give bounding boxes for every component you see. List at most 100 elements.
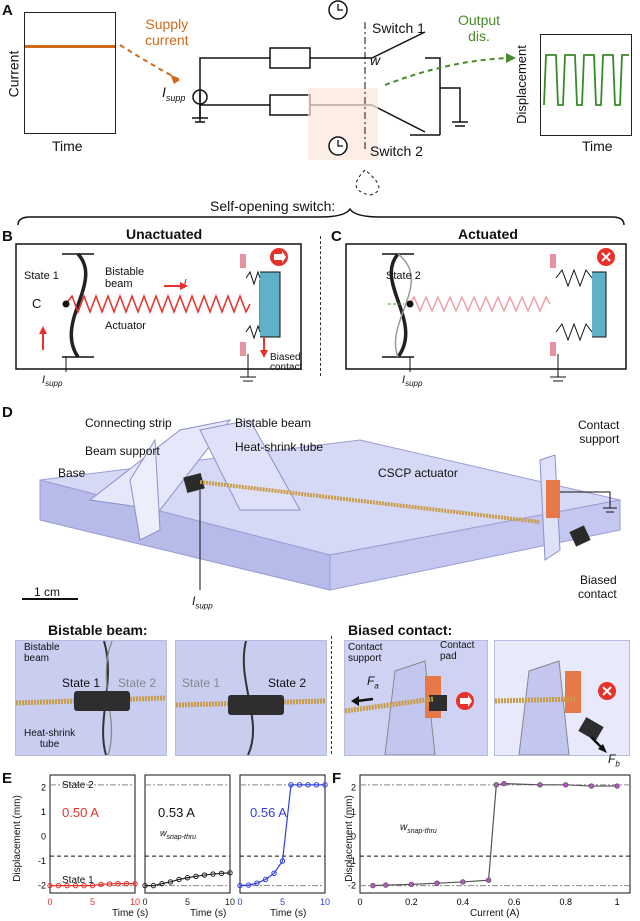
e-series-0-point: [132, 880, 138, 887]
scale-bar-label: 1 cm: [34, 585, 61, 599]
e-xlabel-1: Time (s): [112, 908, 149, 919]
e-xtick: 5: [185, 897, 190, 907]
e-xtick: 10: [320, 897, 330, 907]
e-xtick: 0: [47, 897, 52, 907]
f-series-point: [537, 782, 543, 788]
e-state1-label: State 1: [62, 875, 94, 886]
e-ytick: 2: [41, 782, 46, 792]
current-axis-label: Current: [5, 50, 22, 98]
f-ytick: -2: [348, 881, 356, 891]
f-ytick: -1: [348, 856, 356, 866]
e-series-1-point: [210, 871, 216, 877]
f-xtick: 0.4: [457, 897, 470, 907]
f-point-marker: [435, 881, 439, 885]
fb-label: Fb: [608, 752, 620, 769]
i-supp-label-d: Isupp: [192, 594, 213, 611]
c-label: C: [32, 296, 42, 311]
time-label-left: Time: [52, 138, 83, 154]
f-series-point: [485, 877, 492, 883]
displacement-plot: [540, 34, 632, 136]
e-series-1-point: [227, 870, 233, 876]
e-series-2-point: [279, 858, 286, 864]
connecting-strip-label: Connecting strip: [85, 416, 172, 430]
state2-label-c: State 2: [386, 270, 421, 282]
f-point-marker: [486, 878, 491, 883]
displacement-axis-label: Displacement: [513, 45, 529, 124]
photo-biased-closed: [344, 640, 488, 756]
e-series-2-point: [313, 782, 320, 788]
e-ytick: -1: [38, 856, 46, 866]
i-supp-label-b: Isupp: [42, 374, 63, 389]
unactuated-diagram: [15, 243, 302, 382]
e-series-2-line: [239, 784, 325, 887]
bistable-beam-label-d: Bistable beam: [235, 416, 312, 430]
photo-bistable-state2: [175, 640, 327, 756]
biased-contact-label-b: Biased contact: [270, 352, 303, 373]
unactuated-title: Unactuated: [126, 226, 203, 242]
cscp-label: CSCP actuator: [378, 466, 458, 480]
e-wsnap-label: wsnap-thru: [160, 828, 197, 841]
e-series-1-point: [176, 876, 182, 883]
state2b-label-photo: State 2: [268, 676, 307, 690]
actuated-diagram: [345, 243, 627, 382]
biased-contact-subtitle: Biased contact:: [348, 622, 453, 638]
fa-label: Fa: [367, 674, 379, 691]
panel-label-f: F: [332, 770, 342, 787]
f-ytick: 0: [351, 831, 356, 841]
e-series-2-point: [296, 782, 303, 788]
e-series-0-point: [123, 880, 130, 887]
beam-support-label: Beam support: [85, 444, 160, 458]
output-label: Output dis.: [458, 12, 501, 44]
i-supp-label-c: Isupp: [402, 374, 423, 389]
panel-label-e: E: [2, 770, 13, 787]
e-series-1-point: [159, 880, 165, 887]
e-series-2-point: [245, 882, 252, 888]
e-current-1: 0.50 A: [62, 805, 99, 820]
f-xtick: 0.8: [559, 897, 572, 907]
plot-frame: [359, 774, 631, 894]
e-xtick: 5: [280, 897, 285, 907]
e-series-1-line: [145, 872, 231, 887]
base-label: Base: [58, 466, 86, 480]
f-series-point: [408, 881, 415, 888]
panel-label-a: A: [2, 2, 13, 19]
f-series-line: [372, 783, 618, 887]
i-supp-label-a: Isupp: [162, 84, 186, 103]
f-point-marker: [615, 784, 619, 788]
e-series-0-point: [81, 882, 87, 889]
e-xtick: 10: [225, 897, 235, 907]
contact-pad-label-photo: Contact pad: [440, 640, 475, 662]
e-series-1-point: [184, 875, 191, 881]
biased-contact-label-d: Biased contact: [578, 573, 617, 601]
actuator-label: Actuator: [105, 320, 146, 332]
plot-frame: [239, 774, 326, 894]
e-ytick: -2: [38, 881, 46, 891]
e-series-2-point: [322, 782, 328, 788]
e-series-1-point: [218, 870, 225, 877]
f-point-marker: [383, 883, 388, 887]
f-point-marker: [371, 883, 375, 888]
f-ytick: 2: [351, 782, 356, 792]
f-point-marker: [538, 783, 542, 787]
heat-shrink-label-photo: Heat-shrink tube: [24, 728, 76, 750]
f-wsnap-label: wsnap-thru: [400, 822, 437, 835]
e-series-1-point: [167, 879, 174, 885]
f-series-point: [383, 882, 389, 888]
i-arrow-label: I: [183, 276, 187, 291]
current-plot: [24, 12, 116, 134]
e-series-1-point: [142, 882, 148, 889]
e-series-2-point: [305, 782, 311, 788]
circuit-diagram: [119, 0, 516, 196]
e-series-0-line: [50, 883, 135, 887]
e-ytick: 1: [41, 807, 46, 817]
e-state2-label: State 2: [62, 780, 94, 791]
bistable-beam-label-b: Bistable beam: [105, 266, 145, 290]
f-point-marker: [563, 783, 568, 787]
e-series-1-point: [193, 873, 199, 879]
actuated-title: Actuated: [458, 226, 518, 242]
device-render: [22, 419, 621, 600]
switch1-label: Switch 1: [372, 20, 425, 36]
e-series-0-point: [98, 881, 104, 888]
